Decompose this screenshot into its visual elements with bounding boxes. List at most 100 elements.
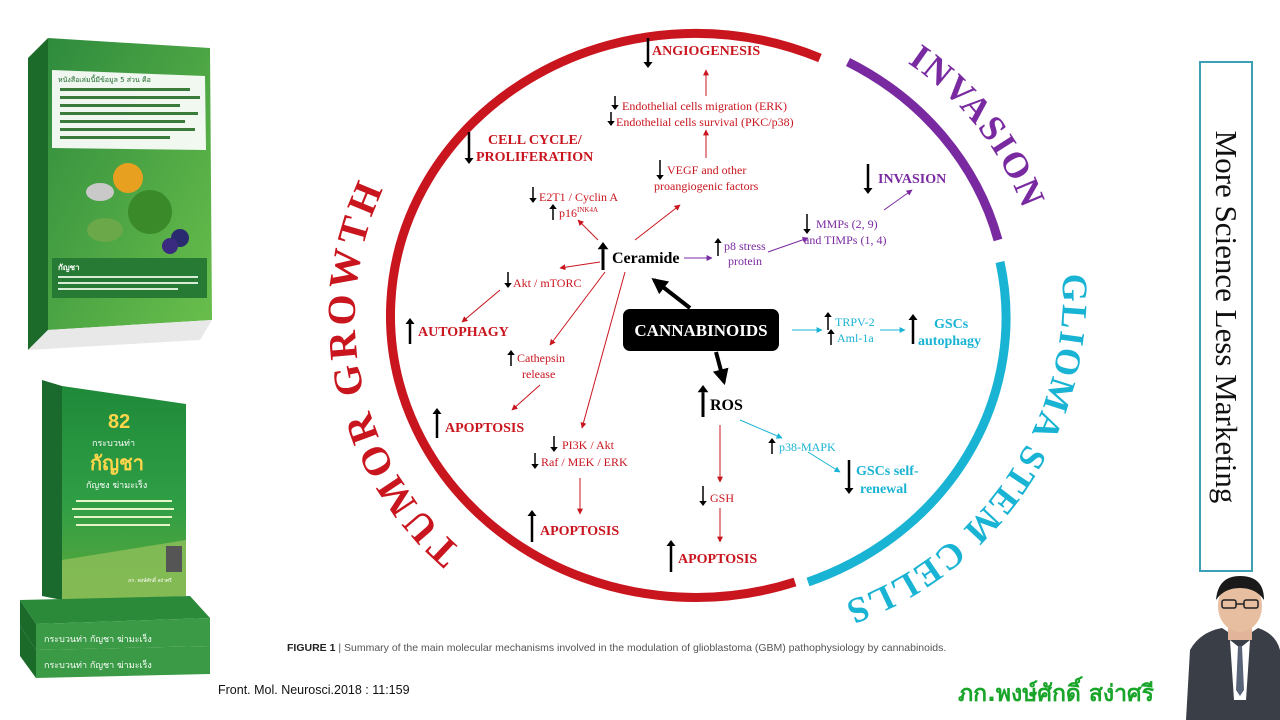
red-arc bbox=[385, 28, 822, 602]
endo-survival-down-arrow bbox=[607, 112, 615, 126]
p8-label-1: p8 stress bbox=[724, 239, 766, 253]
book2-line3: กัญชง ฆ่ามะเร็ง bbox=[86, 478, 147, 491]
vegf-down-arrow-head bbox=[656, 175, 664, 180]
ceramide-up-arrow-head bbox=[597, 242, 609, 250]
apoptosis-label-2: APOPTOSIS bbox=[540, 524, 619, 539]
book1-footer: กัญชา bbox=[58, 263, 80, 273]
angiogenesis-label: ANGIOGENESIS bbox=[652, 44, 760, 59]
p8-label-2: protein bbox=[728, 254, 762, 268]
apoptosis-label-1: APOPTOSIS bbox=[445, 421, 524, 436]
gsh-label: GSH bbox=[710, 491, 734, 505]
apoptosis-1-up-arrow-head bbox=[432, 408, 442, 414]
author-name: ภก.พงษ์ศักดิ์ สง่าศรี bbox=[958, 681, 1154, 707]
trpv2-up-arrow bbox=[824, 312, 832, 330]
book2-line2: กัญชา bbox=[90, 451, 144, 475]
vegf-label-2: proangiogenic factors bbox=[654, 179, 759, 193]
apoptosis-2-up-arrow-head bbox=[527, 510, 537, 516]
p16-label: p16INK4A bbox=[559, 206, 598, 220]
pi3k-down-arrow bbox=[550, 436, 558, 452]
autophagy-up-arrow-head bbox=[405, 318, 415, 324]
angiogenesis-down-arrow bbox=[643, 38, 653, 68]
p38mapk-label: p38-MAPK bbox=[779, 440, 836, 454]
stack-title-2: กระบวนท่า กัญชา ฆ่ามะเร็ง bbox=[44, 658, 152, 671]
aml1a-up-arrow bbox=[827, 329, 835, 345]
ceramide-up-arrow bbox=[597, 242, 609, 270]
akt-mtorc-label: Akt / mTORC bbox=[513, 276, 581, 290]
e2t1-down-arrow-head bbox=[529, 198, 537, 203]
figure-caption-label: FIGURE 1 bbox=[287, 642, 336, 654]
p38-up-arrow-head bbox=[768, 438, 776, 443]
book-cover-bottom: 82 กระบวนท่า กัญชา กัญชง ฆ่ามะเร็ง ภก. พ… bbox=[20, 380, 210, 678]
cyan-arc bbox=[806, 261, 1011, 587]
book2-author: ภก. พงษ์ศักดิ์ สง่าศรี bbox=[128, 576, 172, 584]
p16-up-arrow bbox=[549, 204, 557, 220]
apoptosis-3-up-arrow bbox=[666, 540, 676, 572]
p8-up-arrow-head bbox=[714, 238, 722, 243]
e2t1-down-arrow bbox=[529, 187, 537, 203]
p8-up-arrow bbox=[714, 238, 722, 256]
cathepsin-up-arrow-head bbox=[507, 350, 515, 355]
aml1a-label: Aml-1a bbox=[837, 331, 874, 345]
gscs-autophagy-label-2: autophagy bbox=[918, 334, 981, 349]
e2t1-label: E2T1 / Cyclin A bbox=[539, 190, 618, 204]
cell-cycle-label-1: CELL CYCLE/ bbox=[488, 133, 583, 148]
raf-down-arrow bbox=[531, 453, 539, 469]
purple-arc bbox=[845, 57, 1003, 242]
apoptosis-2-up-arrow bbox=[527, 510, 537, 542]
autophagy-up-arrow bbox=[405, 318, 415, 344]
cell-cycle-down-arrow bbox=[464, 132, 474, 164]
side-title-box: More Science Less Marketing bbox=[1199, 61, 1253, 572]
akt-down-arrow-head bbox=[504, 283, 512, 288]
connector-arrows bbox=[461, 69, 913, 543]
gsh-down-arrow bbox=[699, 486, 707, 506]
cannabis-leaf-image bbox=[128, 190, 172, 234]
turmeric-image bbox=[113, 163, 143, 193]
updown-indicators bbox=[405, 38, 918, 572]
ros-up-arrow-head bbox=[697, 385, 709, 393]
endo-migration-label: Endothelial cells migration (ERK) bbox=[622, 99, 787, 113]
autophagy-label: AUTOPHAGY bbox=[418, 325, 509, 340]
book1-heading: หนังสือเล่มนี้มีข้อมูล 5 ส่วน คือ bbox=[58, 73, 151, 84]
gscs-autophagy-up-arrow bbox=[908, 314, 918, 344]
cell-cycle-label-2: PROLIFERATION bbox=[476, 150, 593, 165]
mmps-label: MMPs (2, 9) bbox=[816, 217, 878, 231]
pi3k-label: PI3K / Akt bbox=[562, 438, 615, 452]
cathepsin-label-1: Cathepsin bbox=[517, 351, 565, 365]
circle-arcs bbox=[385, 28, 1011, 602]
p16-up-arrow-head bbox=[549, 204, 557, 209]
cathepsin-label-2: release bbox=[522, 367, 555, 381]
apoptosis-label-3: APOPTOSIS bbox=[678, 552, 757, 567]
invasion-down-arrow bbox=[863, 164, 873, 194]
invasion-down-arrow-head bbox=[863, 188, 873, 194]
raf-down-arrow-head bbox=[531, 464, 539, 469]
cannabinoids-box bbox=[623, 309, 779, 351]
endo-migration-down-arrow bbox=[611, 96, 619, 110]
gscs-renewal-label-2: renewal bbox=[860, 482, 907, 497]
cathepsin-up-arrow bbox=[507, 350, 515, 366]
ceramide-label: Ceramide bbox=[612, 250, 680, 267]
aml1a-up-arrow-head bbox=[827, 329, 835, 334]
gscs-renewal-label-1: GSCs self- bbox=[856, 464, 919, 479]
invasion-node-label: INVASION bbox=[878, 172, 946, 187]
ros-up-arrow bbox=[697, 385, 709, 417]
p16-text: p16 bbox=[559, 206, 577, 220]
mmps-down-arrow bbox=[803, 214, 811, 234]
book-cover-top: หนังสือเล่มนี้มีข้อมูล 5 ส่วน คือ กัญชา bbox=[28, 38, 212, 350]
gscs-renewal-down-arrow-head bbox=[844, 488, 854, 494]
p38-up-arrow bbox=[768, 438, 776, 454]
apoptosis-3-up-arrow-head bbox=[666, 540, 676, 546]
main-arrows bbox=[651, 278, 729, 386]
apoptosis-1-up-arrow bbox=[432, 408, 442, 438]
gscs-renewal-down-arrow bbox=[844, 460, 854, 494]
book2-number: 82 bbox=[108, 411, 130, 433]
author-photo-small bbox=[166, 546, 182, 572]
mmps-down-arrow-head bbox=[803, 229, 811, 234]
vegf-down-arrow bbox=[656, 160, 664, 180]
endo-migration-down-arrow-head bbox=[611, 105, 619, 110]
endo-survival-label: Endothelial cells survival (PKC/p38) bbox=[616, 115, 794, 129]
presenter-photo bbox=[1186, 576, 1280, 720]
gscs-autophagy-label-1: GSCs bbox=[934, 317, 969, 332]
cannabinoids-label: CANNABINOIDS bbox=[634, 321, 767, 340]
trpv2-label: TRPV-2 bbox=[835, 315, 875, 329]
ros-label: ROS bbox=[710, 397, 743, 414]
